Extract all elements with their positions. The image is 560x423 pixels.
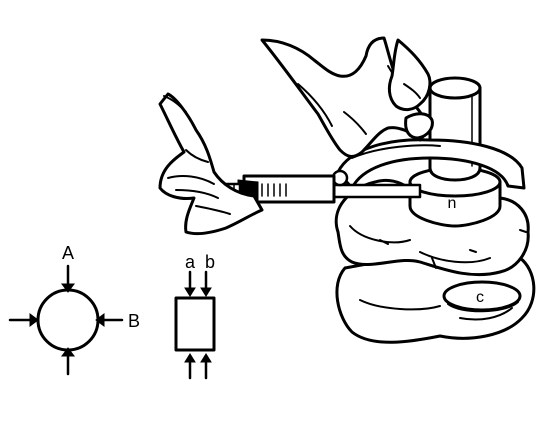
diameter-diagram: A B [8,243,140,376]
arrow-icon [61,347,75,357]
crankshaft-icon [334,76,536,344]
label-journal-upper: n [448,195,457,212]
label-side-b: b [205,252,215,272]
label-diameter-b: B [128,311,140,331]
label-side-a: a [185,252,196,272]
micrometer-icon [208,138,526,209]
arrow-icon [29,313,39,327]
taper-diagram: a b [174,252,216,380]
hand-icon [158,36,434,236]
arrow-icon [61,283,75,293]
label-journal-lower: c [476,289,484,306]
arrow-icon [95,313,105,327]
arrow-icon [184,353,196,363]
arrow-icon [200,353,212,363]
label-diameter-a: A [62,243,74,263]
journal-side-view [174,296,216,352]
arrow-icon [184,287,196,297]
journal-section-circle [36,288,100,352]
arrow-icon [200,287,212,297]
